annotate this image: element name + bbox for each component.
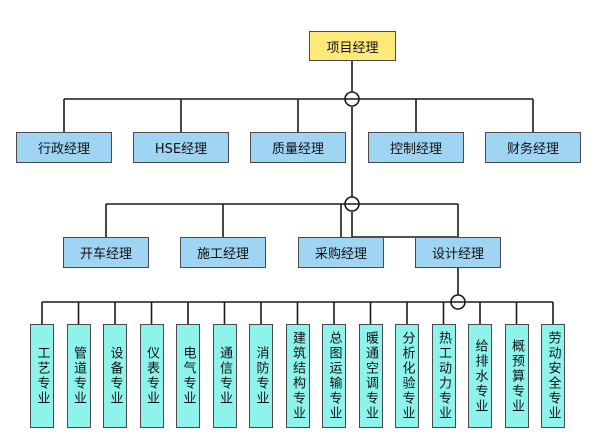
- box-level1-1: HSE经理: [133, 132, 229, 163]
- box-level3-14: 劳动安全专业: [541, 324, 565, 428]
- box-level2-3: 设计经理: [415, 237, 501, 268]
- box-level3-3: 仪表专业: [139, 324, 164, 428]
- box-level1-4: 财务经理: [485, 132, 581, 163]
- box-level3-2: 设备专业: [103, 324, 127, 428]
- box-level3-8: 总图运输专业: [322, 324, 346, 428]
- box-level2-1: 施工经理: [180, 237, 266, 268]
- box-level1-0: 行政经理: [16, 132, 112, 163]
- box-level3-12: 给排水专业: [468, 324, 492, 428]
- box-level3-5: 通信专业: [212, 324, 237, 428]
- box-level3-0: 工艺专业: [30, 324, 54, 428]
- box-level1-2: 质量经理: [250, 132, 346, 163]
- box-level3-1: 管道专业: [66, 324, 91, 428]
- box-level1-3: 控制经理: [368, 132, 464, 163]
- root-box-project-manager: 项目经理: [309, 31, 396, 61]
- box-level3-7: 建筑结构专业: [285, 324, 310, 428]
- box-level2-0: 开车经理: [63, 237, 149, 268]
- box-level3-9: 暖通空调专业: [358, 324, 383, 428]
- box-level3-4: 电气专业: [176, 324, 200, 428]
- box-level3-11: 热工动力专业: [431, 324, 456, 428]
- box-level3-6: 消防专业: [249, 324, 273, 428]
- box-level3-13: 概预算专业: [504, 324, 529, 428]
- box-level3-10: 分析化验专业: [395, 324, 419, 428]
- box-level2-2: 采购经理: [298, 237, 384, 268]
